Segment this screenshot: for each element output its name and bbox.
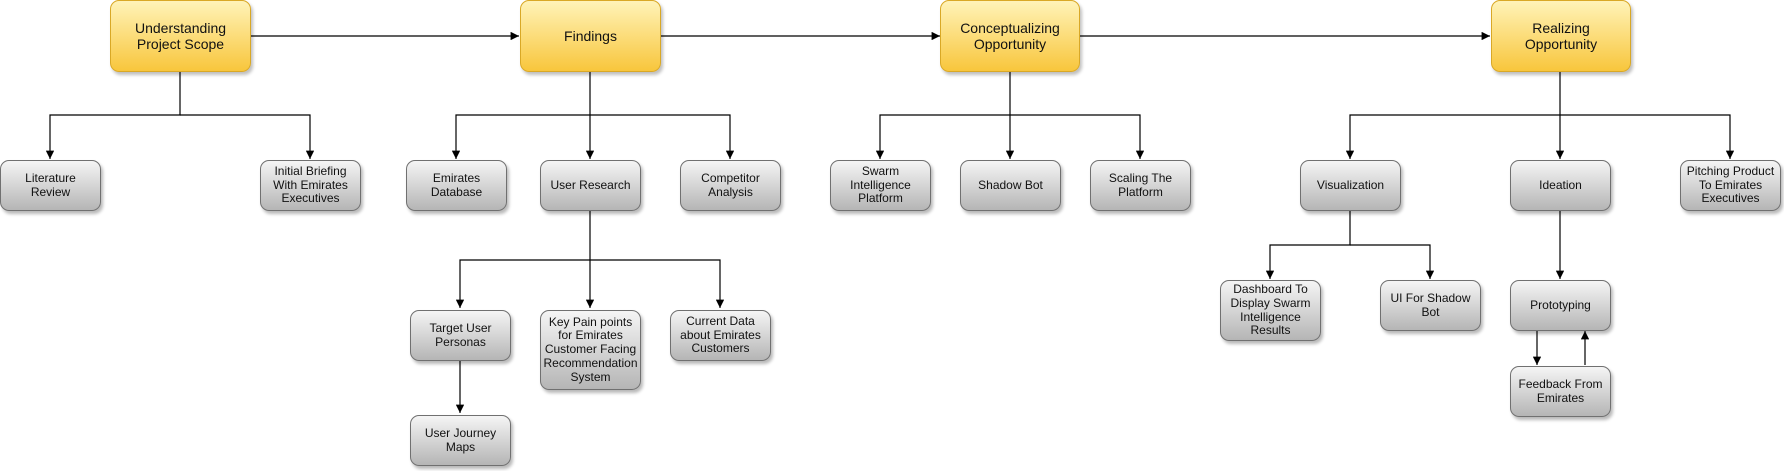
node-target-user-personas: Target User Personas <box>410 310 511 361</box>
connector <box>455 259 590 308</box>
node-prototyping: Prototyping <box>1510 280 1611 331</box>
node-dashboard: Dashboard To Display Swarm Intelligence … <box>1220 280 1321 341</box>
node-key-pain-points: Key Pain points for Emirates Customer Fa… <box>540 310 641 390</box>
connector <box>1010 114 1145 159</box>
node-pitching-product: Pitching Product To Emirates Executives <box>1680 160 1781 211</box>
phase-findings: Findings <box>520 0 661 72</box>
phase-conceptualizing-opportunity: Conceptualizing Opportunity <box>940 0 1080 72</box>
connector <box>875 114 1010 159</box>
node-user-journey-maps: User Journey Maps <box>410 415 511 466</box>
node-scaling-the-platform: Scaling The Platform <box>1090 160 1191 211</box>
node-visualization: Visualization <box>1300 160 1401 211</box>
node-current-data: Current Data about Emirates Customers <box>670 310 771 361</box>
node-ui-for-shadow-bot: UI For Shadow Bot <box>1380 280 1481 331</box>
connector <box>451 114 590 159</box>
node-competitor-analysis: Competitor Analysis <box>680 160 781 211</box>
phase-realizing-opportunity: Realizing Opportunity <box>1491 0 1631 72</box>
node-emirates-database: Emirates Database <box>406 160 507 211</box>
connector <box>45 72 181 159</box>
connector <box>590 259 725 308</box>
connector <box>1560 114 1735 159</box>
node-swarm-intelligence-platform: Swarm Intelligence Platform <box>830 160 931 211</box>
node-feedback-from-emirates: Feedback From Emirates <box>1510 366 1611 417</box>
connector <box>1345 114 1560 159</box>
node-user-research: User Research <box>540 160 641 211</box>
node-ideation: Ideation <box>1510 160 1611 211</box>
connector <box>590 114 735 159</box>
node-shadow-bot: Shadow Bot <box>960 160 1061 211</box>
phase-understanding-project-scope: Understanding Project Scope <box>110 0 251 72</box>
connector <box>1350 244 1435 279</box>
node-initial-briefing: Initial Briefing With Emirates Executive… <box>260 160 361 211</box>
connector <box>180 114 315 159</box>
node-literature-review: Literature Review <box>0 160 101 211</box>
connector <box>1265 211 1351 279</box>
